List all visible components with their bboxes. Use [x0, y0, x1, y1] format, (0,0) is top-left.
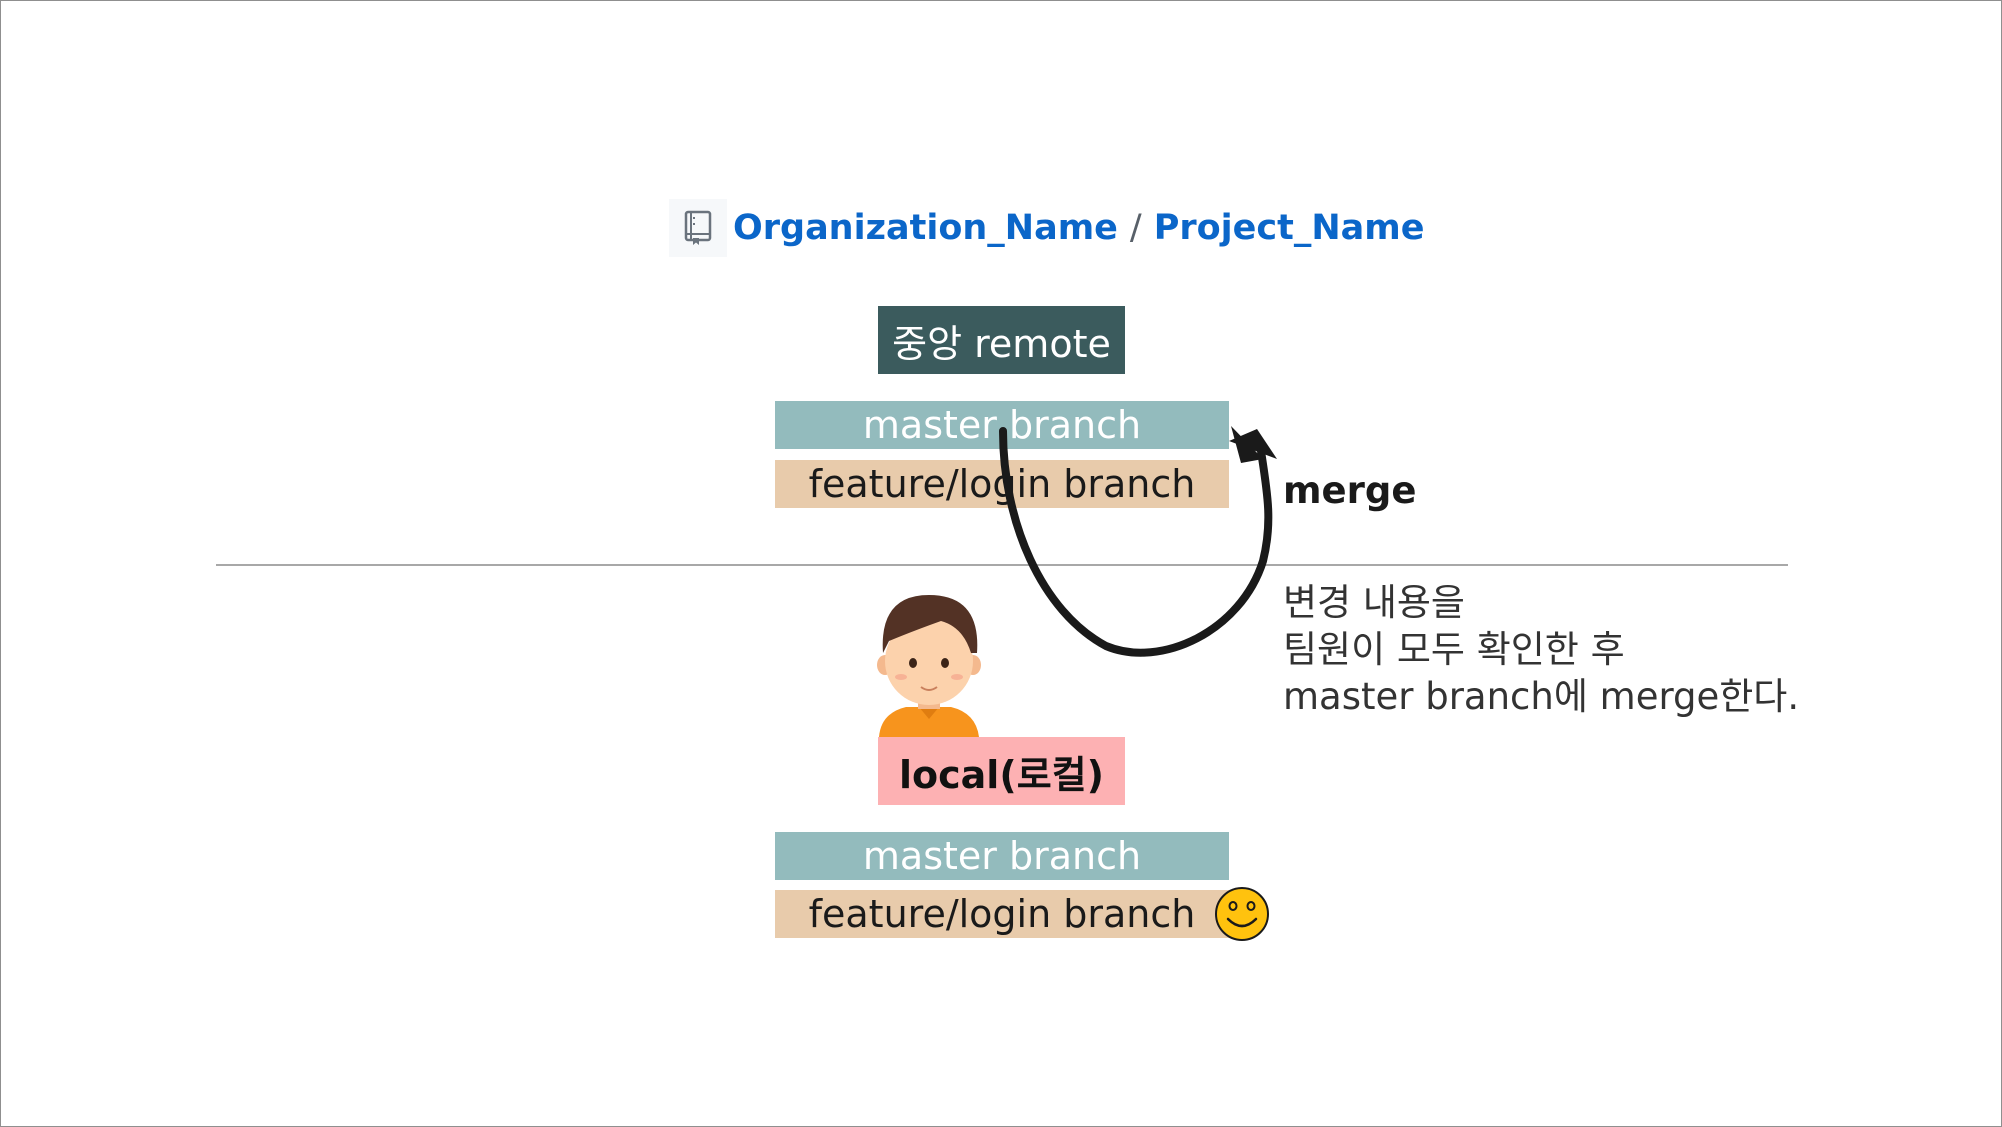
- remote-local-divider: [216, 564, 1788, 566]
- remote-feature-branch-label: feature/login branch: [808, 462, 1196, 506]
- local-feature-branch-label: feature/login branch: [808, 892, 1196, 936]
- repo-book-icon: [669, 199, 727, 257]
- local-label: local(로컬): [899, 752, 1104, 797]
- remote-master-branch: master branch: [775, 401, 1229, 449]
- description-line-3: master branch에 merge한다.: [1283, 675, 1800, 718]
- repo-header: Organization_Name / Project_Name: [669, 198, 1425, 258]
- merge-arrowhead: [1229, 429, 1277, 459]
- local-label-box: local(로컬): [878, 737, 1125, 805]
- remote-label: 중앙 remote: [892, 321, 1111, 366]
- description-line-1: 변경 내용을: [1283, 581, 1465, 624]
- remote-label-box: 중앙 remote: [878, 306, 1125, 374]
- project-link[interactable]: Project_Name: [1153, 208, 1425, 248]
- developer-avatar-icon: [877, 595, 981, 737]
- organization-link[interactable]: Organization_Name: [733, 208, 1118, 248]
- remote-master-branch-label: master branch: [862, 403, 1142, 447]
- merge-description: 변경 내용을 팀원이 모두 확인한 후 master branch에 merge…: [1283, 579, 1799, 720]
- local-master-branch-label: master branch: [862, 834, 1142, 878]
- repo-separator: /: [1129, 208, 1142, 248]
- remote-feature-branch: feature/login branch: [775, 460, 1229, 508]
- local-master-branch: master branch: [775, 832, 1229, 880]
- local-feature-branch: feature/login branch: [775, 890, 1229, 938]
- merge-label: merge: [1283, 469, 1417, 512]
- description-line-2: 팀원이 모두 확인한 후: [1283, 628, 1625, 671]
